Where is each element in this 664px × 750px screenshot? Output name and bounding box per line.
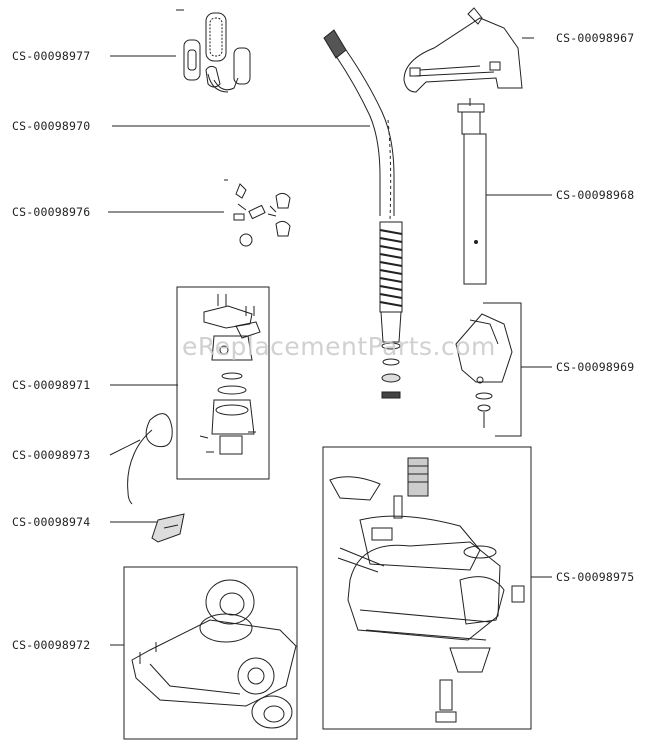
part-cord	[127, 413, 173, 505]
part-small-fittings	[233, 183, 291, 247]
part-pole	[457, 98, 487, 285]
part-top-holder	[403, 7, 523, 93]
part-label-cs-00098968[interactable]: CS-00098968	[556, 188, 635, 202]
part-label-cs-00098976[interactable]: CS-00098976	[12, 205, 91, 219]
part-label-cs-00098972[interactable]: CS-00098972	[12, 638, 91, 652]
part-label-cs-00098977[interactable]: CS-00098977	[12, 49, 91, 63]
part-label-cs-00098970[interactable]: CS-00098970	[12, 119, 91, 133]
part-label-cs-00098971[interactable]: CS-00098971	[12, 378, 91, 392]
part-label-cs-00098973[interactable]: CS-00098973	[12, 448, 91, 462]
part-label-cs-00098969[interactable]: CS-00098969	[556, 360, 635, 374]
part-clip	[151, 513, 185, 543]
part-valve-assembly	[199, 294, 261, 455]
part-label-cs-00098975[interactable]: CS-00098975	[556, 570, 635, 584]
part-hose	[323, 29, 403, 399]
box-cs-00098975	[322, 446, 532, 730]
watermark: eReplacementParts.com	[182, 332, 496, 361]
leader-lines	[108, 9, 552, 646]
part-pole-connector	[455, 313, 513, 428]
part-base	[131, 579, 297, 729]
part-label-cs-00098974[interactable]: CS-00098974	[12, 515, 91, 529]
part-steam-unit	[329, 457, 525, 723]
part-handle-grips	[183, 12, 251, 93]
part-label-cs-00098967[interactable]: CS-00098967	[556, 31, 635, 45]
box-cs-00098972	[123, 566, 298, 740]
box-cs-00098971	[176, 286, 270, 480]
